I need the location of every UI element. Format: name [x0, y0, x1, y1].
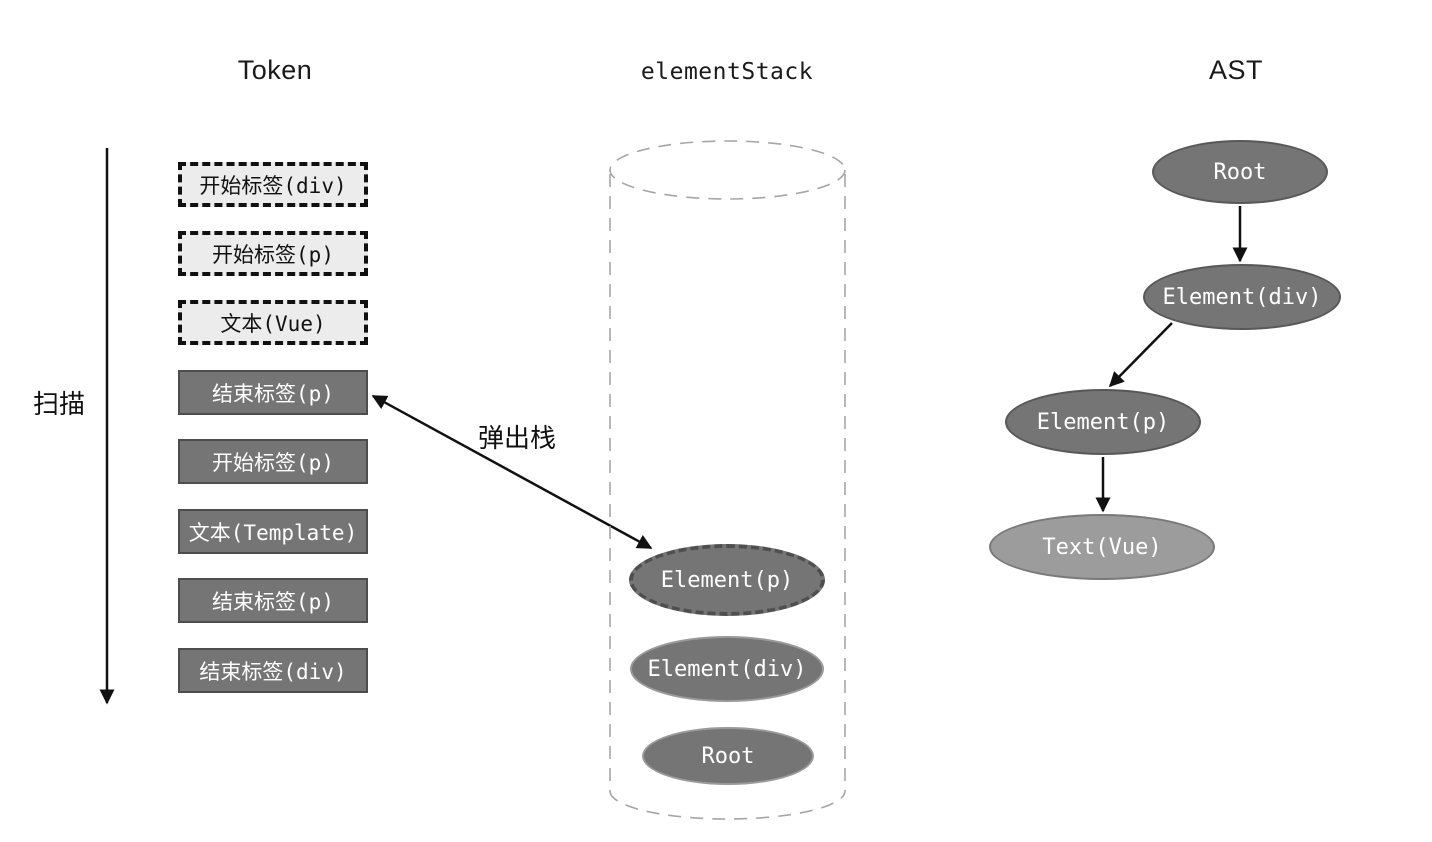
token-end-tag-p-current: 结束标签(p)	[178, 370, 368, 415]
token-text-template: 文本(Template)	[178, 509, 368, 554]
element-stack-column-header: elementStack	[640, 59, 814, 85]
token-end-tag-p-2: 结束标签(p)	[178, 578, 368, 623]
ast-node-root: Root	[1152, 140, 1328, 204]
ast-edge-div-to-p	[1108, 322, 1173, 388]
stack-cylinder	[609, 140, 846, 820]
cylinder-bottom-arc	[609, 790, 846, 820]
ast-node-element-div: Element(div)	[1143, 264, 1341, 330]
token-start-tag-p-2: 开始标签(p)	[178, 439, 368, 484]
token-start-tag-div: 开始标签(div)	[178, 162, 368, 207]
token-column-header: Token	[237, 55, 313, 85]
stack-node-element-div: Element(div)	[630, 636, 824, 702]
token-text-vue: 文本(Vue)	[178, 300, 368, 345]
pop-stack-label: 弹出栈	[478, 424, 557, 454]
cylinder-top-ellipse	[609, 140, 846, 200]
ast-column-header: AST	[1208, 55, 1264, 85]
stack-node-element-p: Element(p)	[629, 544, 825, 616]
token-end-tag-div: 结束标签(div)	[178, 648, 368, 693]
stack-node-root: Root	[642, 727, 814, 785]
ast-node-element-p: Element(p)	[1005, 389, 1201, 455]
token-start-tag-p: 开始标签(p)	[178, 231, 368, 276]
ast-node-text-vue: Text(Vue)	[989, 514, 1215, 580]
scan-label: 扫描	[33, 390, 86, 420]
